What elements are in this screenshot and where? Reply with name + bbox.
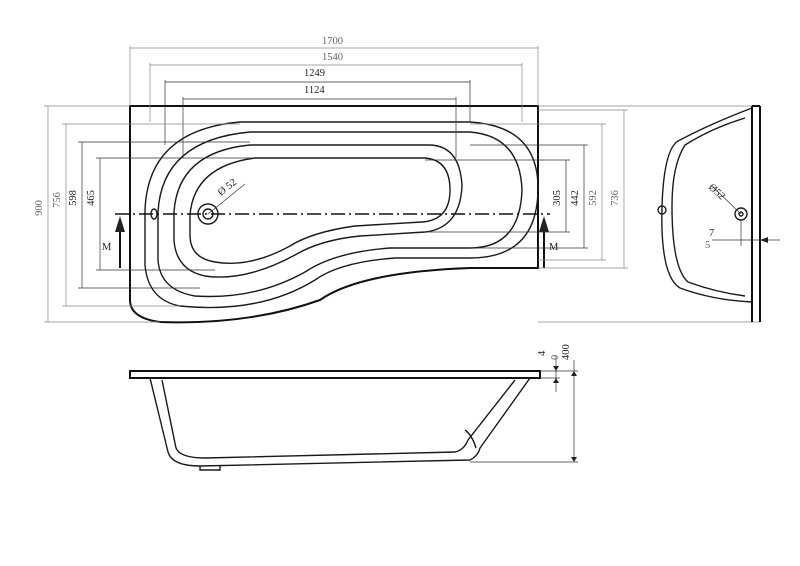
plan-outer-rim — [129, 105, 539, 324]
side-view-body — [149, 377, 531, 467]
plan-overflow-icon — [150, 208, 158, 220]
dim-length-4: 1124 — [304, 85, 325, 96]
plan-floor-line — [173, 144, 463, 278]
plan-marker-right-arrow — [539, 216, 549, 232]
side-height-1: 4 — [537, 350, 548, 356]
end-view: Ø52 7 5 — [657, 105, 780, 322]
side-height-2: 0 — [550, 355, 561, 360]
end-view-inner — [671, 117, 746, 297]
plan-basin-inner — [157, 131, 523, 298]
plan-marker-right-label: M — [549, 242, 559, 253]
end-waste-label: Ø52 — [706, 182, 727, 202]
side-height-overall: 400 — [561, 344, 572, 360]
end-offset-1: 7 — [709, 228, 714, 239]
plan-waste-outer — [197, 203, 219, 225]
dim-length-overall: 1700 — [322, 36, 343, 47]
dim-end-width-1: 305 — [552, 190, 563, 206]
plan-marker-left-label: M — [102, 242, 112, 253]
dim-width-overall: 900 — [34, 200, 45, 216]
end-offset-2: 5 — [705, 240, 710, 251]
dim-end-width-2: 442 — [570, 190, 581, 206]
plan-waste-inner — [202, 208, 214, 220]
side-view: 4 0 400 — [129, 344, 578, 471]
plan-marker-left-arrow — [115, 216, 125, 232]
dim-width-3: 598 — [68, 190, 79, 206]
dim-length-3: 1249 — [304, 68, 325, 79]
plan-left-dimensions: 900 756 598 465 — [34, 105, 255, 323]
dim-end-width-4: 736 — [610, 190, 621, 206]
plan-right-dimensions: 305 442 592 736 — [425, 109, 628, 269]
side-view-feet — [199, 466, 221, 471]
dim-length-2: 1540 — [322, 52, 343, 63]
end-view-outline — [661, 106, 753, 303]
plan-view: Ø 52 M M 1700 1540 1249 1124 — [34, 36, 760, 324]
plan-waste-leader — [207, 183, 246, 215]
dim-end-width-3: 592 — [588, 190, 599, 206]
plan-horizontal-dimensions: 1700 1540 1249 1124 — [129, 36, 539, 158]
plan-floor-inner — [189, 157, 451, 264]
side-view-rim — [129, 370, 541, 379]
side-view-inner — [161, 379, 516, 459]
plan-waste-label: Ø 52 — [216, 177, 239, 198]
dim-width-4: 465 — [86, 190, 97, 206]
dim-width-2: 756 — [52, 192, 63, 208]
plan-basin-edge — [144, 121, 539, 309]
